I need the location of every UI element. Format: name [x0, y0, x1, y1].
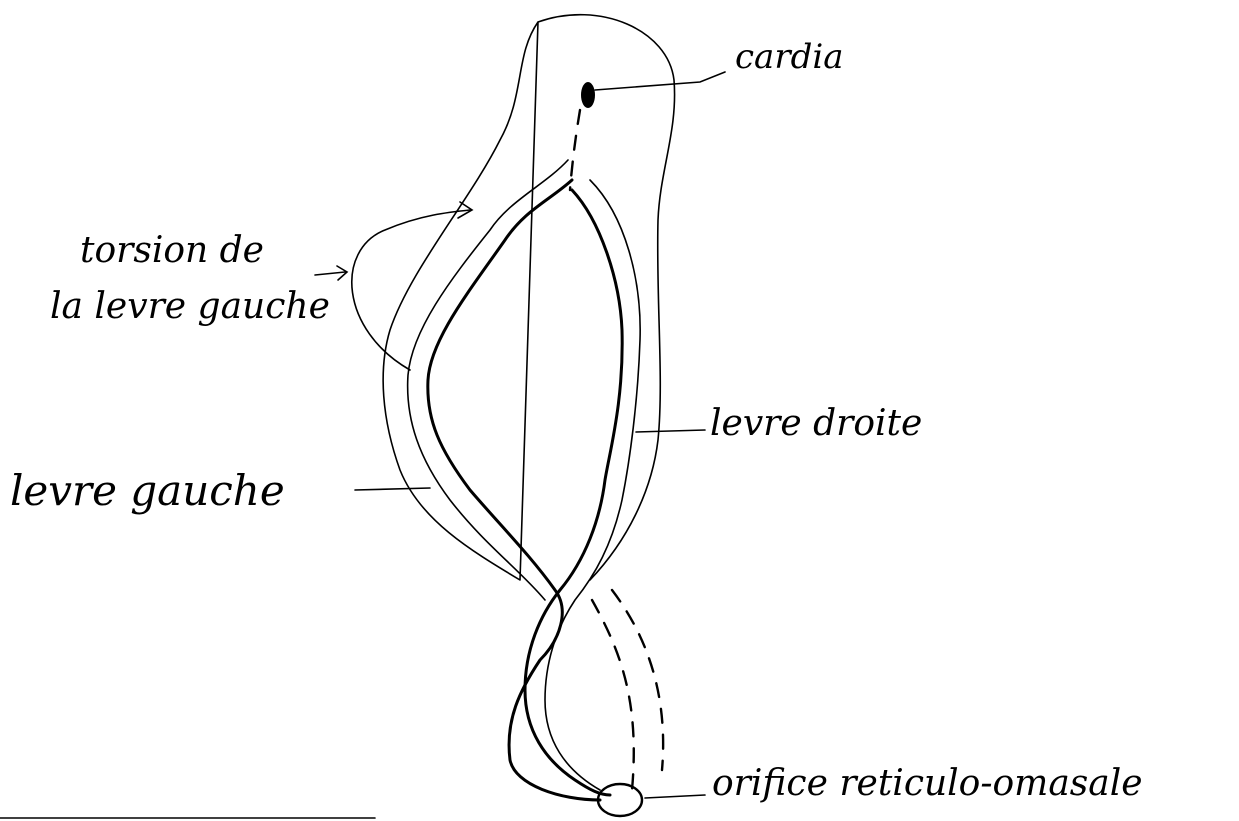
levre-droite-leader	[636, 430, 705, 432]
right-lip-outer-line	[545, 180, 640, 790]
left-lip-outer-line	[408, 160, 568, 600]
cardia-leader	[595, 72, 725, 90]
levre-gauche-leader	[355, 488, 430, 490]
levre-droite-label: levre droite	[710, 403, 922, 444]
cardia-label: cardia	[735, 37, 843, 77]
hidden-groove-dashes-outer	[612, 590, 663, 770]
torsion-arrow-curve	[352, 210, 470, 370]
reticulo-omasal-orifice-shape	[598, 784, 642, 816]
hidden-groove-dashes-top	[570, 110, 580, 190]
torsion-label-line1: torsion de	[80, 230, 264, 271]
left-lip-line	[428, 180, 600, 800]
groove-outer-contour	[383, 15, 674, 580]
torsion-text-arrow	[315, 272, 345, 275]
torsion-label-line2: la levre gauche	[50, 286, 330, 327]
orifice-leader	[645, 795, 705, 798]
right-lip-line	[525, 190, 622, 795]
orifice-label: orifice reticulo-omasale	[712, 763, 1143, 804]
cardia-dot	[581, 82, 595, 108]
hidden-groove-dashes-inner	[592, 600, 634, 790]
levre-gauche-label: levre gauche	[10, 466, 285, 515]
